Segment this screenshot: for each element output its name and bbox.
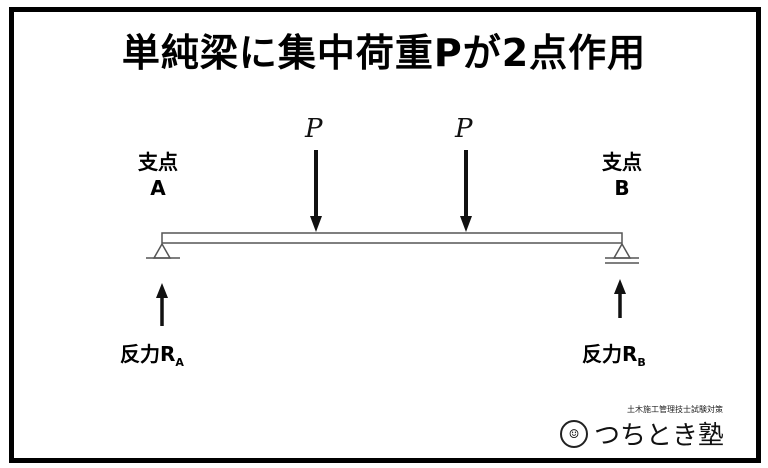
support-a-label: 支点 — [138, 150, 178, 174]
reaction-b-text: 反力R — [582, 342, 638, 366]
reaction-a-subscript: A — [175, 356, 184, 369]
pin-support-a — [146, 242, 180, 259]
reaction-a-label: 反力RA — [120, 338, 184, 369]
reaction-b-label: 反力RB — [582, 338, 646, 369]
load-arrow-2 — [460, 150, 472, 232]
support-b-letter: B — [614, 176, 630, 200]
logo-tagline: 土木施工管理技士試験対策 — [627, 405, 723, 414]
beam — [161, 232, 623, 244]
load-label-2: P — [455, 114, 473, 144]
frame-border — [9, 7, 761, 463]
diagram-title: 単純梁に集中荷重Pが2点作用 — [121, 31, 647, 75]
support-a-letter: A — [150, 176, 166, 200]
load-label-1: P — [305, 114, 323, 144]
logo-name: つちとき塾 — [594, 421, 725, 451]
logo-icon: ☺ — [560, 419, 588, 448]
reaction-arrow-b — [614, 279, 626, 318]
reaction-arrow-a — [156, 283, 168, 326]
reaction-a-text: 反力R — [120, 342, 176, 366]
roller-support-b — [605, 242, 639, 264]
logo: 土木施工管理技士試験対策 ☺つちとき塾 — [560, 404, 750, 452]
support-b-label: 支点 — [602, 150, 642, 174]
load-arrow-1 — [310, 150, 322, 232]
reaction-b-subscript: B — [637, 356, 646, 369]
